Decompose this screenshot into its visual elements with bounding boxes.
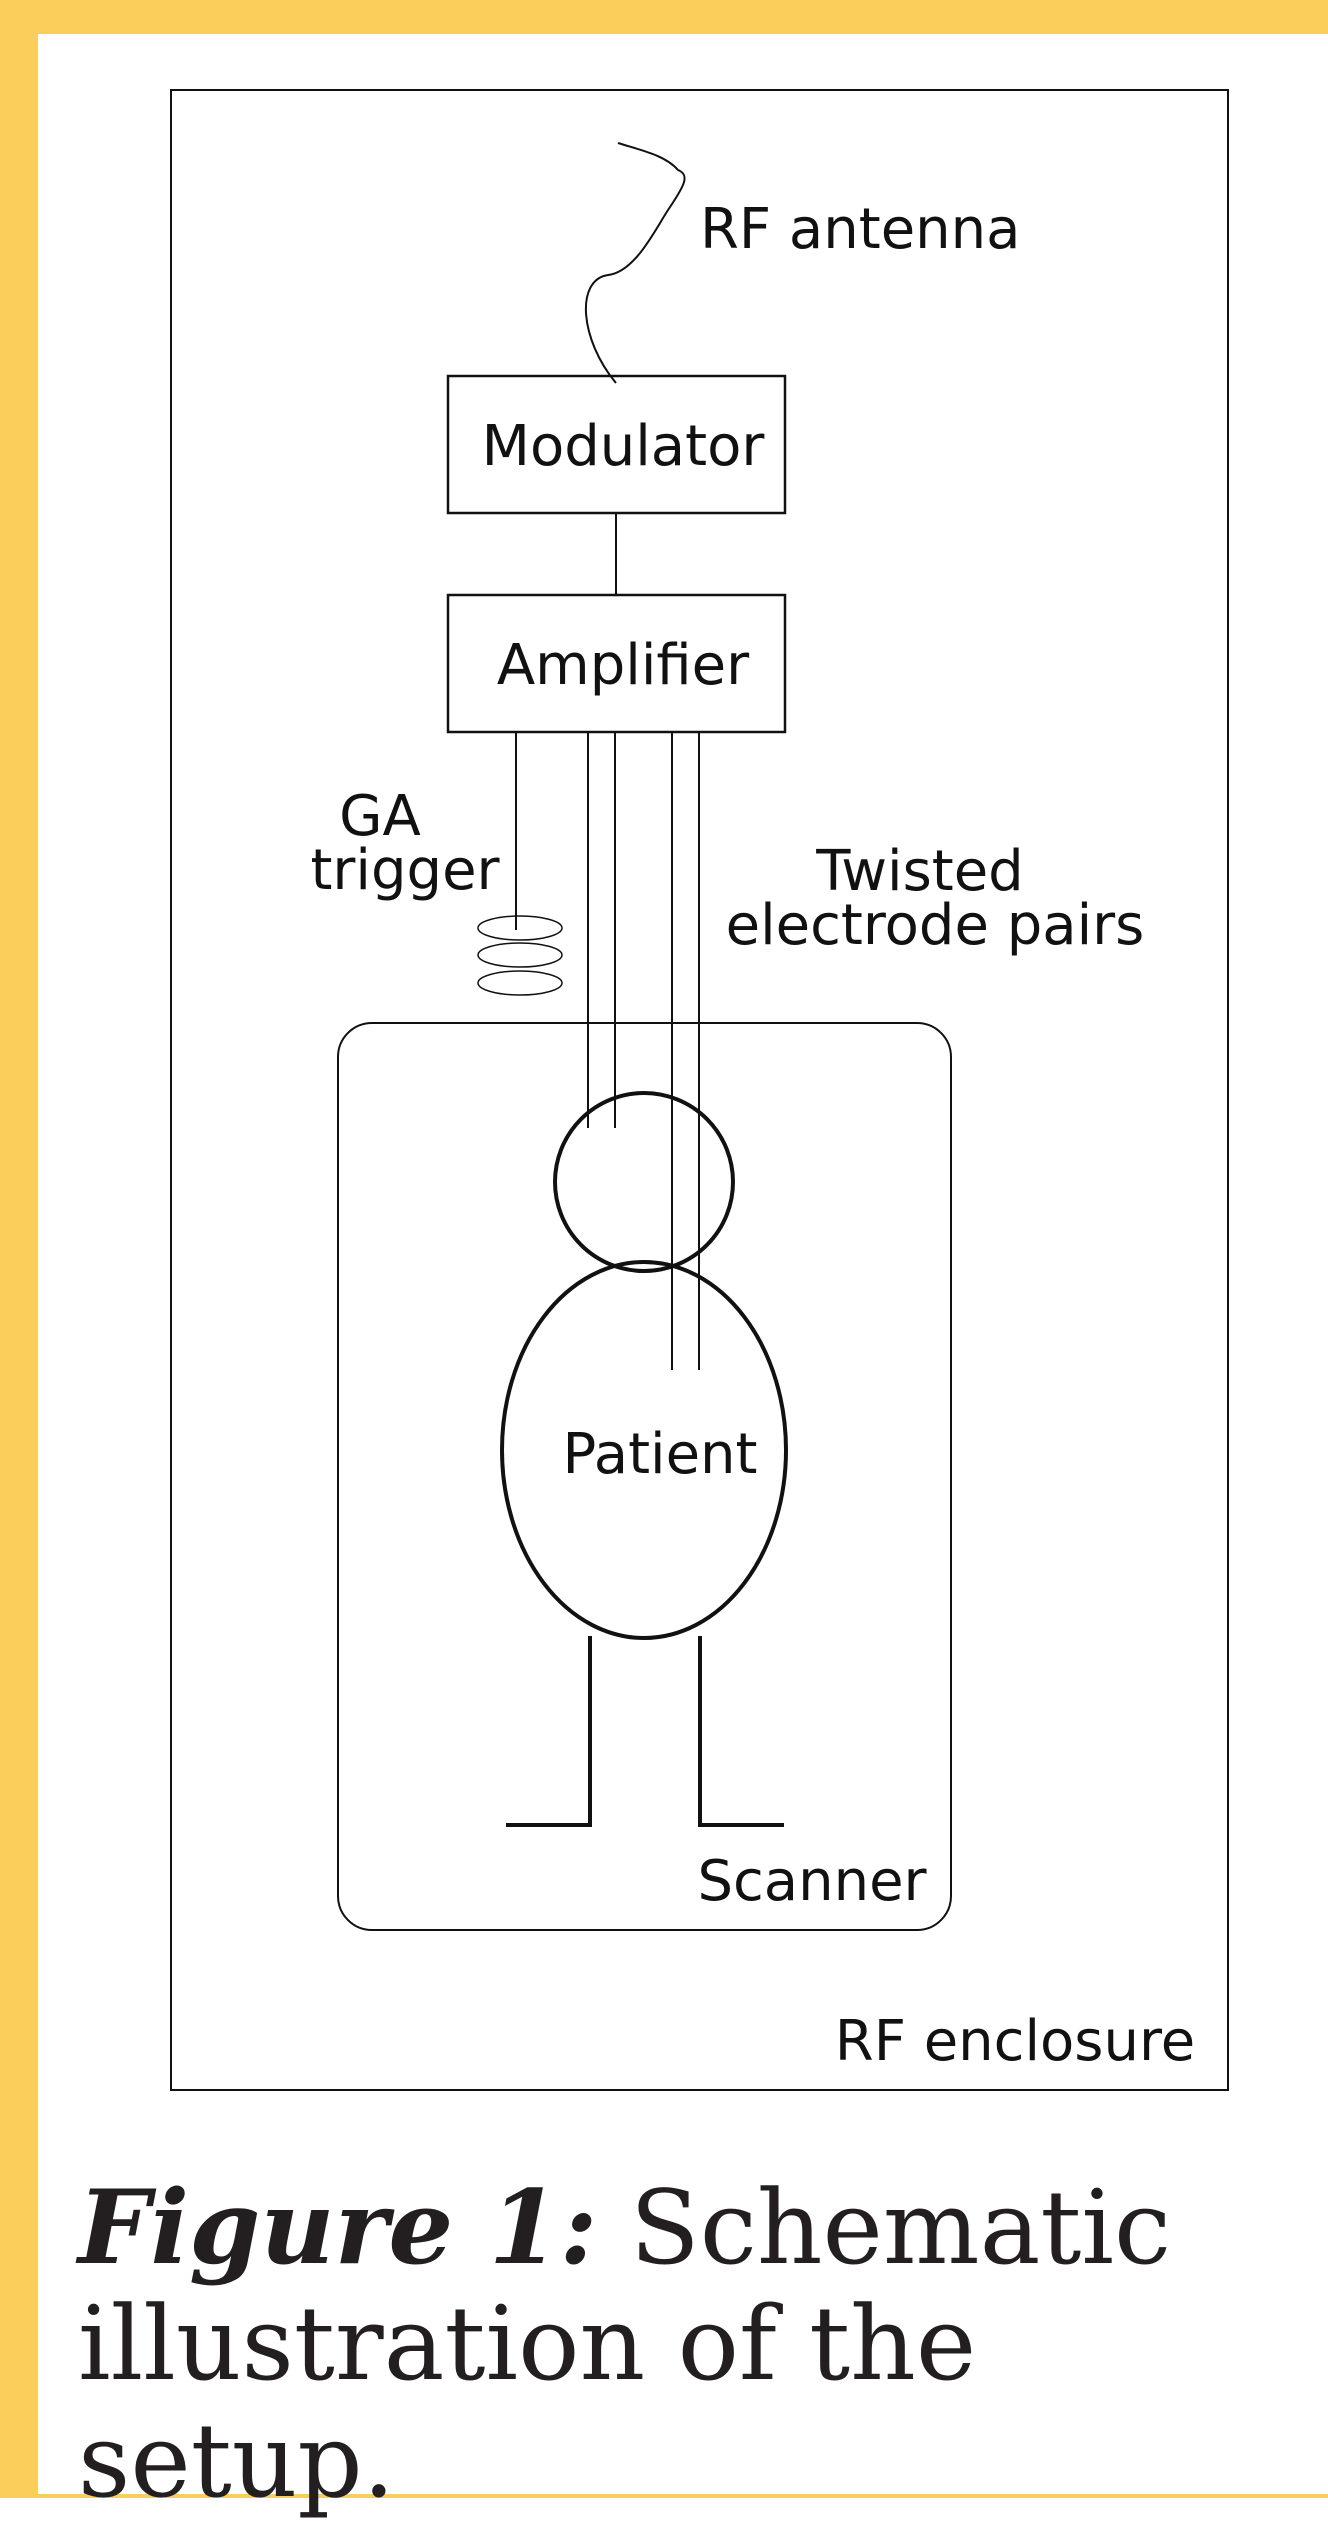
rf-enclosure-box (170, 89, 1229, 2091)
figure-caption: Figure 1: Schematic illustration of the … (78, 2170, 1308, 2520)
patient-label: Patient (563, 1422, 758, 1487)
ga-trigger-coil-loop (477, 915, 563, 941)
patient-left-leg (506, 1636, 592, 1827)
scanner-box (337, 1022, 952, 1931)
modulator-label: Modulator (482, 414, 766, 479)
rf-antenna-label: RF antenna (700, 197, 1020, 262)
ga-trigger-coil-loop (477, 970, 563, 996)
ga-trigger-label-line1: GA (339, 784, 421, 849)
ga-trigger-coil-loop (477, 942, 563, 968)
amplifier-label: Amplifier (497, 633, 750, 698)
amplifier-box (446, 593, 787, 734)
rf-enclosure-label: RF enclosure (835, 2009, 1195, 2074)
patient-body (500, 1260, 788, 1640)
patient-head (553, 1091, 735, 1273)
figure-caption-text: Schematic illustration of the setup. (78, 2169, 1172, 2521)
scanner-label: Scanner (697, 1849, 927, 1914)
rf-antenna-wire (584, 142, 686, 384)
twisted-pairs-label-line1: Twisted (815, 839, 1023, 904)
twisted-pairs-label-line2: electrode pairs (726, 893, 1145, 958)
patient-right-leg (698, 1636, 784, 1827)
figure-caption-label: Figure 1: (78, 2168, 598, 2288)
ga-trigger-label-line2: trigger (310, 838, 500, 903)
